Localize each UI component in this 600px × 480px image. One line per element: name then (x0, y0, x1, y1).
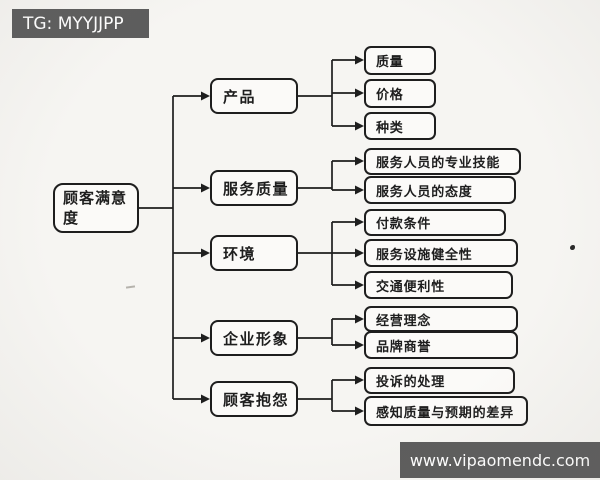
node-customer-satisfaction: 顾客满意度 (53, 183, 139, 233)
leaf-complaint-handling: 投诉的处理 (364, 366, 515, 394)
leaf-payment-terms: 付款条件 (364, 208, 506, 236)
leaf-quality: 质量 (364, 45, 436, 75)
leaf-perceived-vs-expected-quality-gap: 感知质量与预期的差异 (364, 396, 528, 426)
branch-corporate-image: 企业形象 (210, 320, 298, 356)
watermark-website-badge: www.vipaomendc.com (400, 442, 600, 478)
branch-service-quality: 服务质量 (210, 170, 298, 206)
leaf-price: 价格 (364, 78, 436, 108)
branch-customer-complaints: 顾客抱怨 (210, 381, 298, 417)
branch-product: 产品 (210, 78, 298, 114)
leaf-variety: 种类 (364, 112, 436, 140)
leaf-staff-professional-skills: 服务人员的专业技能 (364, 147, 521, 175)
watermark-telegram-badge: TG: MYYJJPP (12, 9, 149, 38)
branch-environment: 环境 (210, 235, 298, 271)
scan-artifact-speck (570, 245, 575, 250)
leaf-transport-convenience: 交通便利性 (364, 271, 513, 299)
leaf-staff-attitude: 服务人员的态度 (364, 176, 516, 204)
leaf-business-philosophy: 经营理念 (364, 306, 518, 332)
leaf-service-facility-completeness: 服务设施健全性 (364, 239, 518, 267)
leaf-brand-reputation: 品牌商誉 (364, 331, 518, 359)
